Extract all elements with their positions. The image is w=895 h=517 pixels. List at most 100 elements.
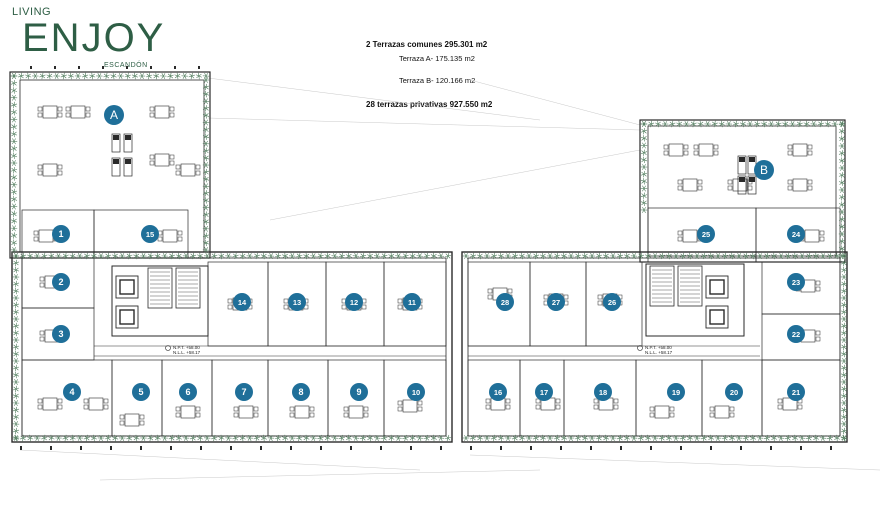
table: [88, 397, 104, 411]
plant-leaf: [48, 436, 52, 439]
plant-leaf: [13, 170, 17, 173]
plant-leaf: [13, 104, 15, 109]
plant-leaf: [381, 435, 385, 439]
plant-leaf: [13, 167, 15, 171]
plant-leaf: [15, 409, 17, 414]
plant-leaf: [161, 75, 164, 79]
plant-leaf: [141, 255, 144, 259]
plant-leaf: [86, 436, 90, 439]
plant-leaf: [205, 234, 210, 237]
plant-leaf: [491, 253, 495, 257]
plant-leaf: [125, 73, 128, 77]
plant-leaf: [10, 89, 15, 91]
plant-leaf: [834, 255, 838, 259]
unit-marker-circle: [603, 293, 621, 311]
plant-leaf: [205, 193, 209, 196]
terrace-marker-a: A: [104, 105, 124, 125]
plant-leaf: [409, 254, 413, 257]
plant-leaf: [121, 435, 125, 439]
plant-leaf: [766, 254, 771, 257]
plant-leaf: [690, 123, 694, 126]
lounge-chair: [737, 175, 747, 195]
plant-leaf: [15, 372, 19, 376]
plant-leaf: [643, 136, 647, 139]
column-mark: [320, 446, 322, 450]
plant-leaf: [113, 75, 117, 78]
plant-leaf: [62, 253, 66, 257]
plant-leaf: [739, 122, 744, 125]
plant-leaf: [118, 73, 121, 77]
chair: [729, 412, 735, 418]
plant-leaf: [836, 437, 841, 440]
plant-leaf: [15, 364, 17, 369]
plant-leaf: [841, 121, 844, 125]
plant-leaf: [205, 86, 209, 90]
plant-leaf: [191, 75, 195, 79]
plant-leaf: [843, 290, 848, 293]
plant-leaf: [770, 436, 775, 439]
plant-leaf: [141, 75, 144, 79]
plant-leaf: [15, 262, 17, 267]
plant-leaf: [440, 435, 444, 439]
plant-leaf: [256, 252, 258, 257]
plant-leaf: [839, 216, 843, 220]
plant-leaf: [570, 255, 573, 259]
plant-leaf: [15, 290, 17, 295]
plant-leaf: [535, 254, 540, 257]
plant-leaf: [13, 125, 18, 128]
plant-leaf: [36, 435, 40, 439]
plant-leaf: [790, 121, 793, 125]
plant-leaf: [118, 75, 121, 79]
plant-leaf: [15, 259, 17, 264]
plant-leaf: [824, 122, 828, 125]
plant-leaf: [842, 255, 845, 259]
plant-leaf: [56, 75, 59, 79]
plant-leaf: [843, 337, 846, 341]
plant-leaf: [205, 119, 208, 123]
plant-leaf: [843, 379, 846, 383]
plant-leaf: [141, 253, 144, 257]
plant-leaf: [99, 255, 102, 259]
plant-leaf: [486, 437, 489, 441]
plant-leaf: [13, 160, 16, 164]
plant-leaf: [317, 437, 321, 440]
plant-leaf: [843, 395, 848, 398]
plant-leaf: [820, 120, 822, 125]
plant-leaf: [10, 219, 15, 222]
plant-leaf: [205, 235, 207, 240]
plant-leaf: [270, 437, 273, 442]
plant-leaf: [787, 434, 790, 439]
plant-leaf: [14, 402, 17, 406]
plant-leaf: [15, 400, 18, 404]
plant-leaf: [15, 282, 20, 285]
plant-leaf: [497, 436, 502, 439]
table: [124, 413, 140, 427]
plant-leaf: [92, 73, 95, 77]
plant-leaf: [841, 219, 843, 223]
plant-leaf: [254, 253, 257, 257]
plant-leaf: [841, 386, 845, 390]
plant-leaf: [275, 253, 279, 257]
plant-leaf: [15, 358, 18, 362]
plant-leaf: [200, 255, 204, 258]
plant-leaf: [643, 202, 648, 205]
plant-leaf: [270, 255, 273, 260]
chair: [747, 185, 753, 191]
plant-leaf: [633, 253, 636, 257]
plant-leaf: [81, 75, 86, 78]
plant-leaf: [840, 367, 845, 370]
plant-leaf: [815, 435, 819, 439]
unit-marker-18: 18: [594, 383, 612, 401]
plant-leaf: [787, 255, 791, 259]
plant-leaf: [766, 434, 769, 439]
plant-leaf: [645, 255, 649, 259]
plant-leaf: [249, 437, 252, 441]
chair: [669, 406, 675, 412]
plant-leaf: [27, 72, 29, 77]
table: [42, 163, 58, 177]
plant-leaf: [296, 435, 300, 439]
plant-leaf: [426, 434, 428, 439]
unit-number: 3: [58, 329, 63, 339]
plant-leaf: [86, 437, 90, 441]
plant-leaf: [42, 72, 44, 77]
